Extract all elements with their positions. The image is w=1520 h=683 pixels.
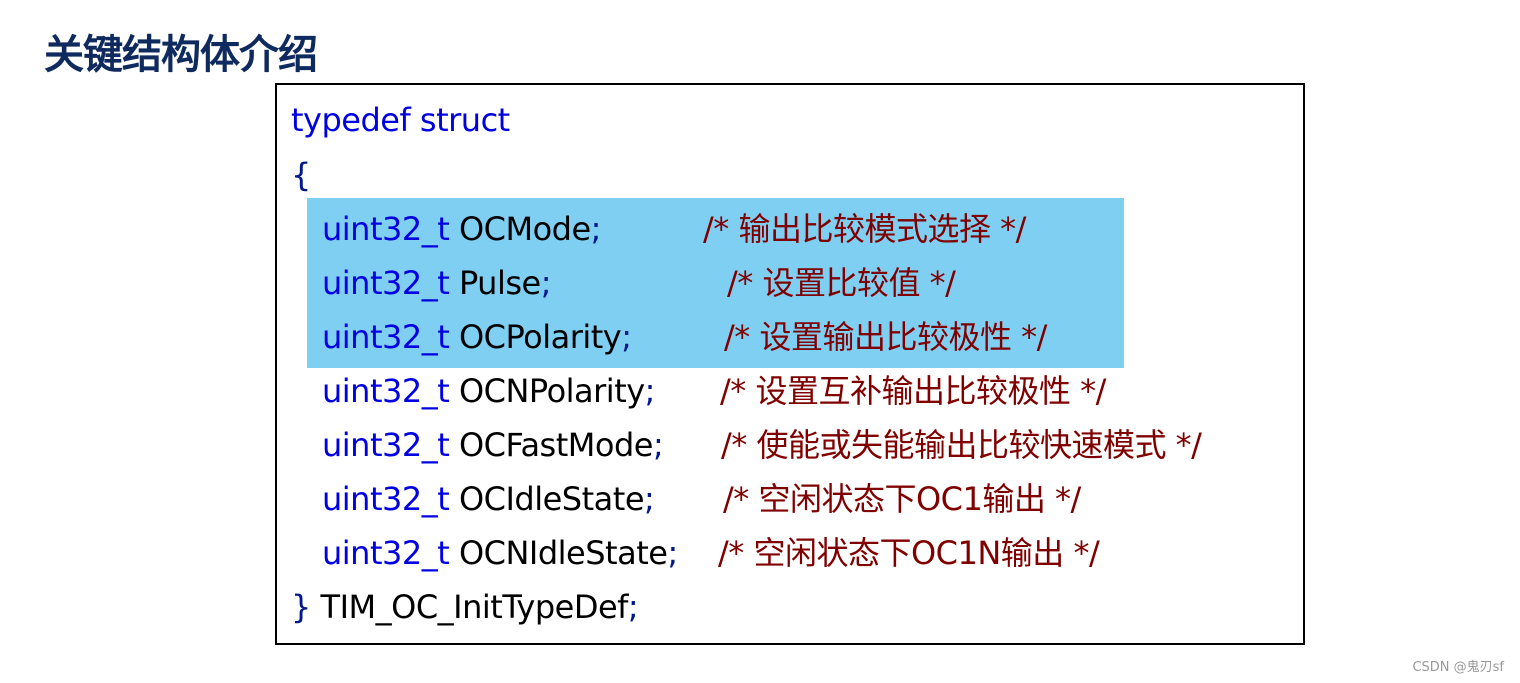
semicolon: ; — [652, 426, 664, 464]
brace-open: { — [291, 156, 311, 194]
field-type: uint32_t — [322, 210, 450, 248]
field-comment: /* 输出比较模式选择 */ — [703, 210, 1026, 248]
field-comment: /* 设置互补输出比较极性 */ — [720, 372, 1106, 410]
field-comment: /* 空闲状态下OC1N输出 */ — [718, 534, 1100, 572]
field-type: uint32_t — [322, 264, 450, 302]
struct-field: uint32_t OCFastMode; — [322, 425, 664, 465]
field-name: Pulse — [458, 264, 541, 302]
semicolon: ; — [590, 210, 602, 248]
struct-field: uint32_t OCIdleState; — [322, 479, 655, 519]
field-name: OCFastMode — [458, 426, 654, 464]
field-comment: /* 空闲状态下OC1输出 */ — [723, 480, 1081, 518]
typedef-name: TIM_OC_InitTypeDef — [320, 588, 629, 626]
semicolon: ; — [667, 534, 678, 572]
semicolon: ; — [644, 480, 655, 518]
code-box — [275, 83, 1305, 645]
struct-field: uint32_t OCMode; — [322, 209, 601, 249]
brace-close: } — [291, 588, 311, 626]
semicolon: ; — [644, 372, 656, 410]
struct-field: uint32_t OCPolarity; — [322, 317, 632, 357]
field-name: OCNPolarity — [458, 372, 645, 410]
field-type: uint32_t — [322, 480, 450, 518]
field-name: OCPolarity — [458, 318, 622, 356]
field-name: OCMode — [458, 210, 591, 248]
semicolon: ; — [540, 264, 552, 302]
field-type: uint32_t — [322, 372, 450, 410]
field-comment: /* 设置比较值 */ — [727, 264, 956, 302]
watermark: CSDN @鬼刃sf — [1412, 660, 1504, 675]
field-name: OCIdleState — [458, 480, 645, 518]
struct-field: uint32_t OCNPolarity; — [322, 371, 655, 411]
field-comment: /* 设置输出比较极性 */ — [724, 318, 1047, 356]
slide-title: 关键结构体介绍 — [44, 32, 318, 78]
semicolon: ; — [627, 588, 639, 626]
struct-field: uint32_t Pulse; — [322, 263, 551, 303]
field-type: uint32_t — [322, 426, 450, 464]
field-comment: /* 使能或失能输出比较快速模式 */ — [721, 426, 1202, 464]
struct-field: uint32_t OCNIdleState; — [322, 533, 678, 573]
highlight-region — [307, 198, 1124, 368]
semicolon: ; — [621, 318, 632, 356]
typedef-close-line: } TIM_OC_InitTypeDef; — [291, 587, 639, 627]
field-type: uint32_t — [322, 534, 450, 572]
field-name: OCNIdleState — [458, 534, 668, 572]
field-type: uint32_t — [322, 318, 450, 356]
typedef-line: typedef struct — [291, 101, 510, 139]
